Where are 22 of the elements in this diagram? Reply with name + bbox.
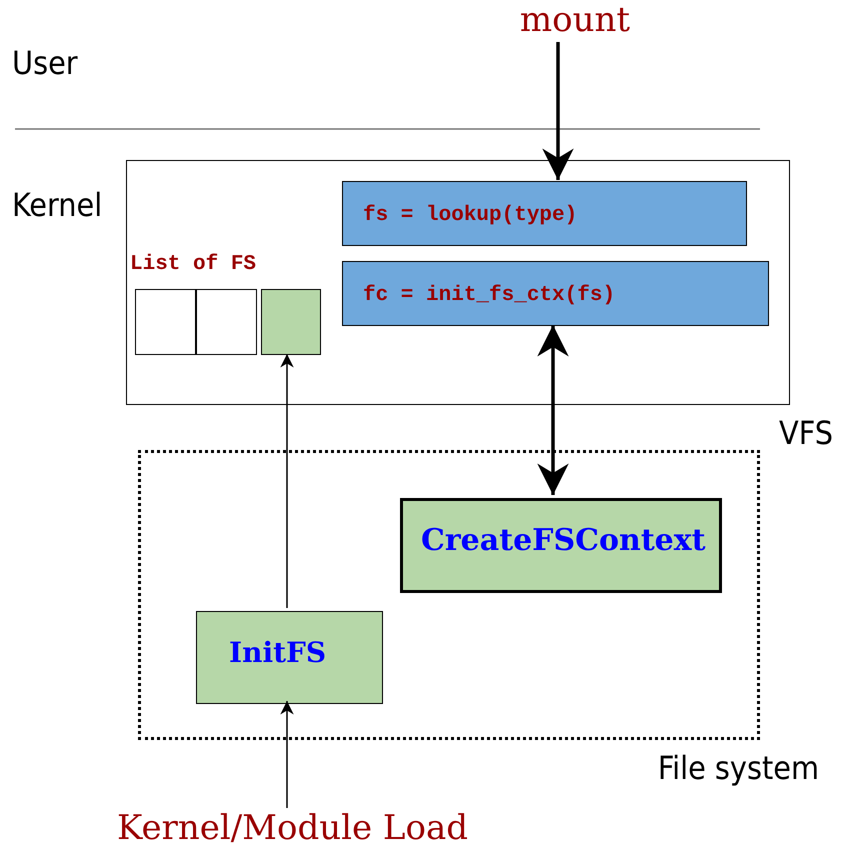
list-slot [196, 289, 257, 355]
arrow [542, 42, 574, 180]
process-box [196, 611, 383, 704]
arrow [280, 354, 294, 608]
process-box [400, 498, 722, 593]
list-slot [261, 289, 321, 355]
node-text: CreateFSContext [421, 523, 706, 558]
layer-label: File system [658, 749, 819, 787]
node-text: fc = init_fs_ctx(fs) [363, 284, 616, 307]
node-text: InitFS [229, 636, 326, 669]
layer-label: VFS [779, 414, 833, 452]
arrow [537, 325, 569, 495]
layer-label: User [12, 44, 78, 82]
terminal-label: mount [505, 0, 645, 42]
list-slot [135, 289, 196, 355]
function-box [342, 261, 769, 326]
layer-label: Kernel [12, 186, 102, 224]
terminal-label: Kernel/Module Load [90, 808, 495, 854]
list-heading: List of FS [130, 253, 256, 276]
function-box [342, 181, 747, 246]
node-text: fs = lookup(type) [363, 204, 578, 227]
arrow [280, 701, 294, 808]
